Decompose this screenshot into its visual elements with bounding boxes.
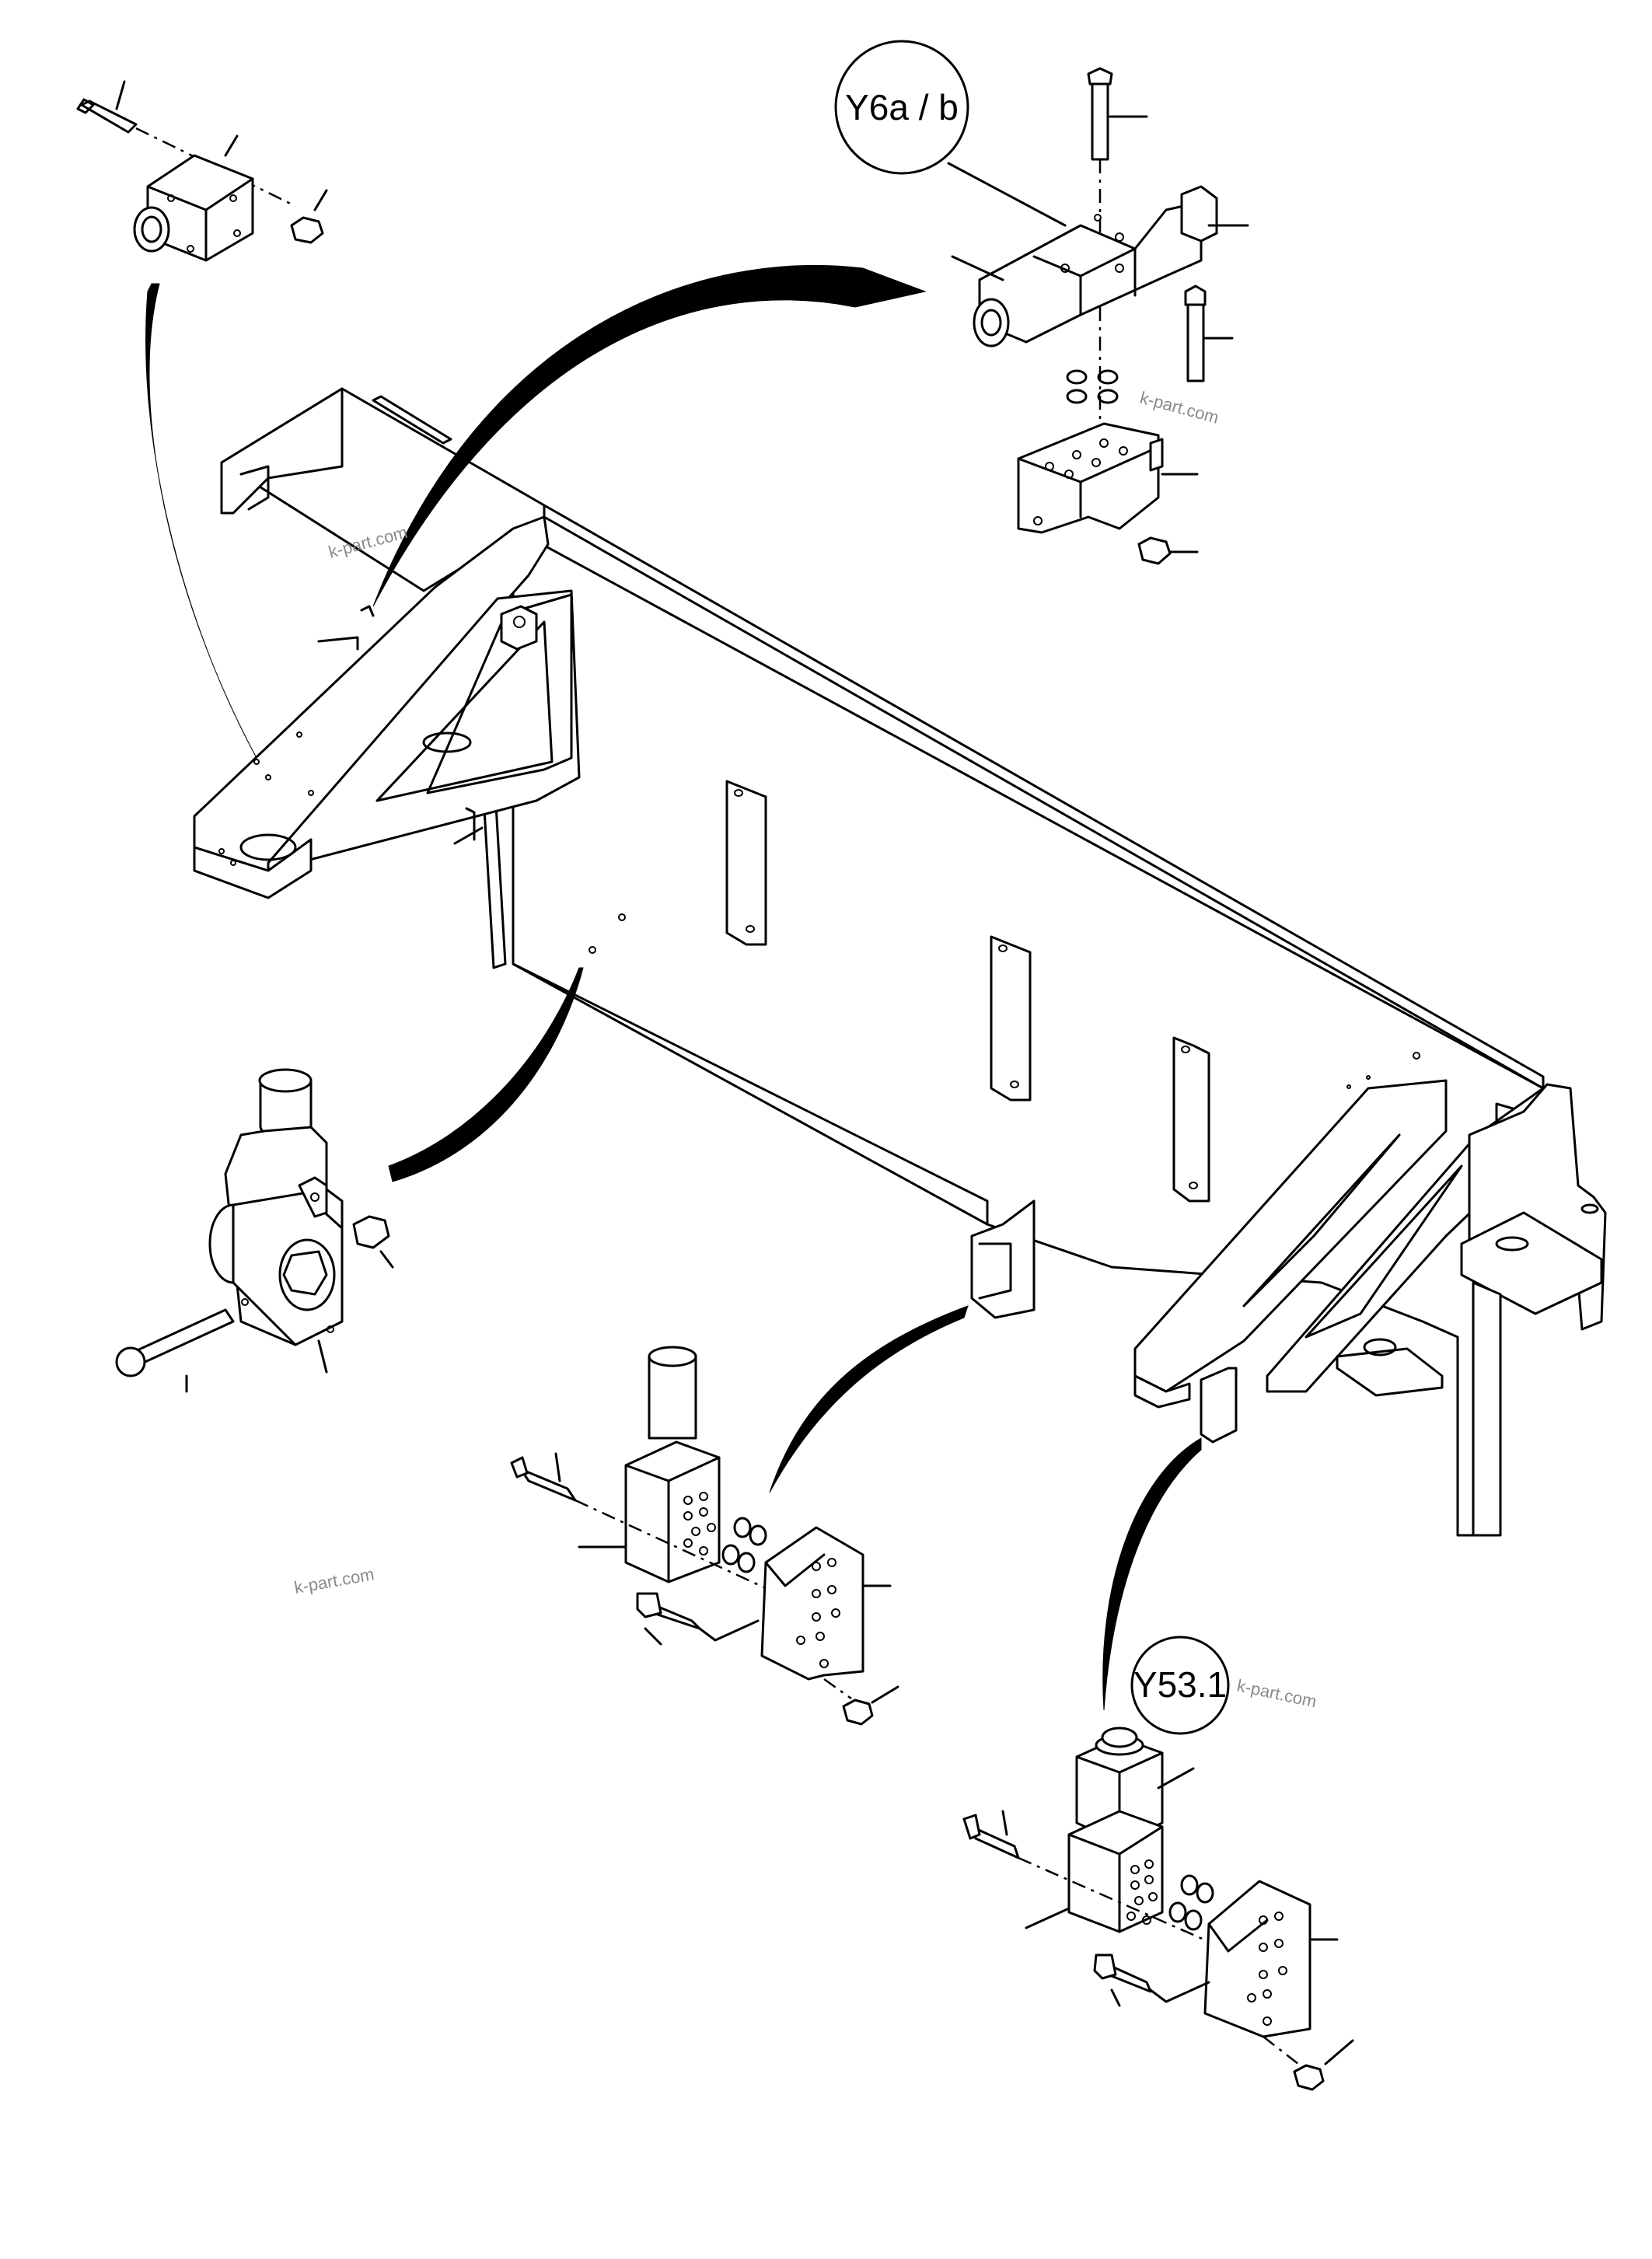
valve-y53 (962, 1727, 1354, 2091)
callout-y53-label: Y53.1 (1133, 1664, 1227, 1705)
arrow-y6ab-valve (372, 264, 927, 607)
callout-y6ab-label: Y6a / b (845, 87, 959, 127)
callout-y6ab: Y6a / b (834, 40, 969, 175)
right-bracket (1133, 1079, 1607, 1537)
mount-tab-right (1200, 1367, 1238, 1444)
left-bracket (193, 387, 581, 899)
callout-y53: Y53.1 (1130, 1636, 1230, 1735)
frame-slot-3 (1172, 1036, 1210, 1203)
arrow-top-left-valve (145, 283, 257, 759)
watermark-text: k-part.com (1138, 388, 1221, 428)
assembly-arrows (145, 264, 1202, 1711)
arrow-y53-valve (1102, 1437, 1202, 1711)
valve-top-left (76, 80, 328, 262)
frame-slot-2 (990, 935, 1032, 1102)
watermark-text: k-part.com (1235, 1675, 1318, 1711)
valve-y6ab-assembly (947, 67, 1249, 565)
main-frame (480, 504, 1545, 1537)
valve-center (510, 1346, 899, 1726)
frame-slot-1 (725, 780, 767, 946)
valve-left-lever (115, 1068, 394, 1393)
mount-tab-center (970, 1199, 1036, 1319)
arrow-center-valve (769, 1305, 969, 1493)
arrow-left-lever-valve (388, 967, 584, 1182)
watermark-text: k-part.com (293, 1564, 376, 1597)
